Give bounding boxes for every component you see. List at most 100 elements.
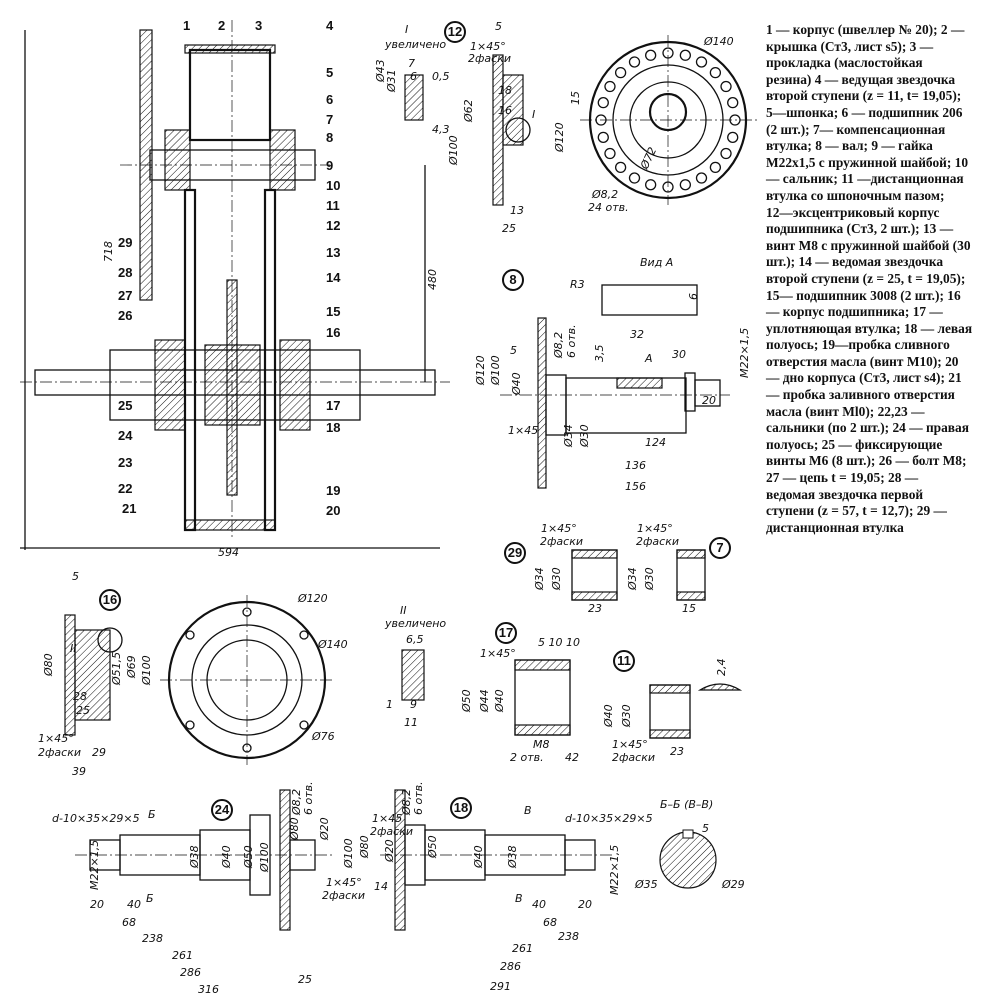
part-number-label: 18	[326, 420, 340, 435]
dimension-label: 2фаски	[38, 746, 81, 759]
part-number-label: 9	[326, 158, 333, 173]
bolt-hole	[729, 114, 741, 126]
dimension-label: Ø80	[358, 835, 371, 859]
detail-16	[64, 595, 335, 765]
dimension-label: 28	[73, 690, 87, 703]
dimension-label: Ø120	[474, 355, 487, 386]
dimension-label: 286	[180, 966, 201, 979]
legend-line: M22x1,5 с пружинной шайбой; 10	[766, 154, 969, 170]
main-assembly	[20, 20, 450, 550]
part-number-label: 29	[118, 235, 132, 250]
dimension-label: Ø34	[626, 567, 639, 591]
dimension-label: 2фаски	[322, 889, 365, 902]
dimension-label: 6 отв.	[302, 781, 315, 815]
dimension-label: Ø30	[578, 424, 591, 448]
dimension-label: 25	[76, 704, 90, 717]
dimension-label: 2фаски	[612, 751, 655, 764]
shaft-24	[75, 789, 335, 931]
bolt-hole	[614, 161, 627, 174]
bolt-hole	[727, 131, 739, 143]
part-number-label: 11	[326, 198, 340, 213]
bolt-hole	[720, 147, 732, 160]
dimension-label: 1×45°	[480, 647, 516, 660]
dimension-label: A	[644, 352, 653, 365]
part-number-label: 14	[326, 270, 341, 285]
legend-line: крышка (Ст3, лист s5); 3 —	[766, 38, 934, 54]
dimension-label: Ø100	[140, 655, 153, 686]
dimension-label: Ø35	[634, 878, 658, 891]
legend-line: — корпус подшипника; 17 —	[766, 304, 943, 320]
detail-marker: 11	[617, 653, 631, 668]
dimension-label: d-10×35×29×5	[52, 812, 140, 825]
part-number-label: 8	[326, 130, 333, 145]
dimension-label: В	[515, 892, 523, 905]
bolt-hole	[679, 49, 691, 61]
dimension-label: 7	[408, 57, 415, 70]
dimension-label: 29	[92, 746, 106, 759]
detail-marker: 24	[215, 802, 230, 817]
dimension-label: Ø43	[374, 59, 387, 83]
dimension-label: 6,5	[406, 633, 424, 646]
dimension-label: Ø100	[447, 135, 460, 166]
dimension-label: 42	[565, 751, 579, 764]
bolt-hole	[595, 114, 607, 126]
dimension-label: 1×45°	[38, 732, 74, 745]
dimension-label: R3	[570, 278, 585, 291]
dimension-label: Ø8,2	[400, 789, 413, 816]
dimension-label: Ø30	[550, 567, 563, 591]
dimension-label: M22×1,5	[608, 845, 621, 895]
legend-line: полуось; 25 — фиксирующие	[766, 436, 943, 452]
dimension-label: 5	[72, 570, 79, 583]
dimension-label: Ø100	[342, 838, 355, 869]
dimension-label: 25	[502, 222, 516, 235]
detail-marker: 18	[454, 800, 468, 815]
dimension-label: Вид А	[640, 256, 673, 269]
dimension-label: увеличено	[384, 38, 446, 51]
dimension-label: 261	[172, 949, 193, 962]
dimension-label: Ø50	[460, 689, 473, 713]
part-number-label: 22	[118, 481, 132, 496]
dimension-label: Ø20	[383, 839, 396, 863]
part-number-label: 2	[218, 18, 225, 33]
legend-line: (2 шт.); 7— компенсационная	[766, 121, 946, 137]
part-number-label: 3	[255, 18, 262, 33]
legend-line: — пробка заливного отверстия	[766, 387, 955, 403]
detail-11	[649, 683, 743, 739]
dimension-label: Ø80	[288, 817, 301, 841]
dimension-label: Ø40	[602, 704, 615, 728]
dimension-label: 261	[512, 942, 533, 955]
dimension-label: Ø50	[242, 845, 255, 869]
part-number-label: 7	[326, 112, 333, 127]
legend-line: втулка со шпоночным пазом;	[766, 187, 945, 203]
dimension-label: Ø38	[506, 845, 519, 869]
dimension-label: Ø8,2	[290, 789, 303, 816]
dimension-label: 1	[386, 698, 393, 711]
part-number-label: 4	[326, 18, 334, 33]
dimension-label: 2фаски	[540, 535, 583, 548]
dimension-label: 3,5	[593, 345, 606, 363]
dimension-label: 20	[702, 394, 716, 407]
bolt-hole	[645, 179, 657, 191]
detail-marker-circle	[613, 650, 635, 672]
dimension-label: 68	[543, 916, 557, 929]
dimension-label: 1×45°	[637, 522, 673, 535]
bolt-hole	[597, 131, 609, 143]
legend-line: 15— подшипник 3008 (2 шт.); 16	[766, 287, 961, 303]
legend-line: отверстия масла (винт M10); 20	[766, 353, 959, 369]
dimension-label: 39	[72, 765, 86, 778]
dimension-label: Ø38	[188, 845, 201, 869]
legend-line: дистанционная втулка	[766, 519, 904, 535]
detail-marker-circle	[504, 542, 526, 564]
part-number-label: 24	[118, 428, 133, 443]
detail-marker-circle	[444, 21, 466, 43]
dimension-label: Ø40	[510, 372, 523, 396]
detail-marker: 7	[716, 540, 723, 555]
dimension-label: 480	[426, 269, 439, 290]
detail-marker-circle	[709, 537, 731, 559]
dimension-label: 124	[645, 436, 666, 449]
detail-II	[401, 649, 425, 701]
dimension-label: M22×1,5	[88, 840, 101, 890]
dimension-label: В	[524, 804, 532, 817]
dimension-label: 2фаски	[370, 825, 413, 838]
